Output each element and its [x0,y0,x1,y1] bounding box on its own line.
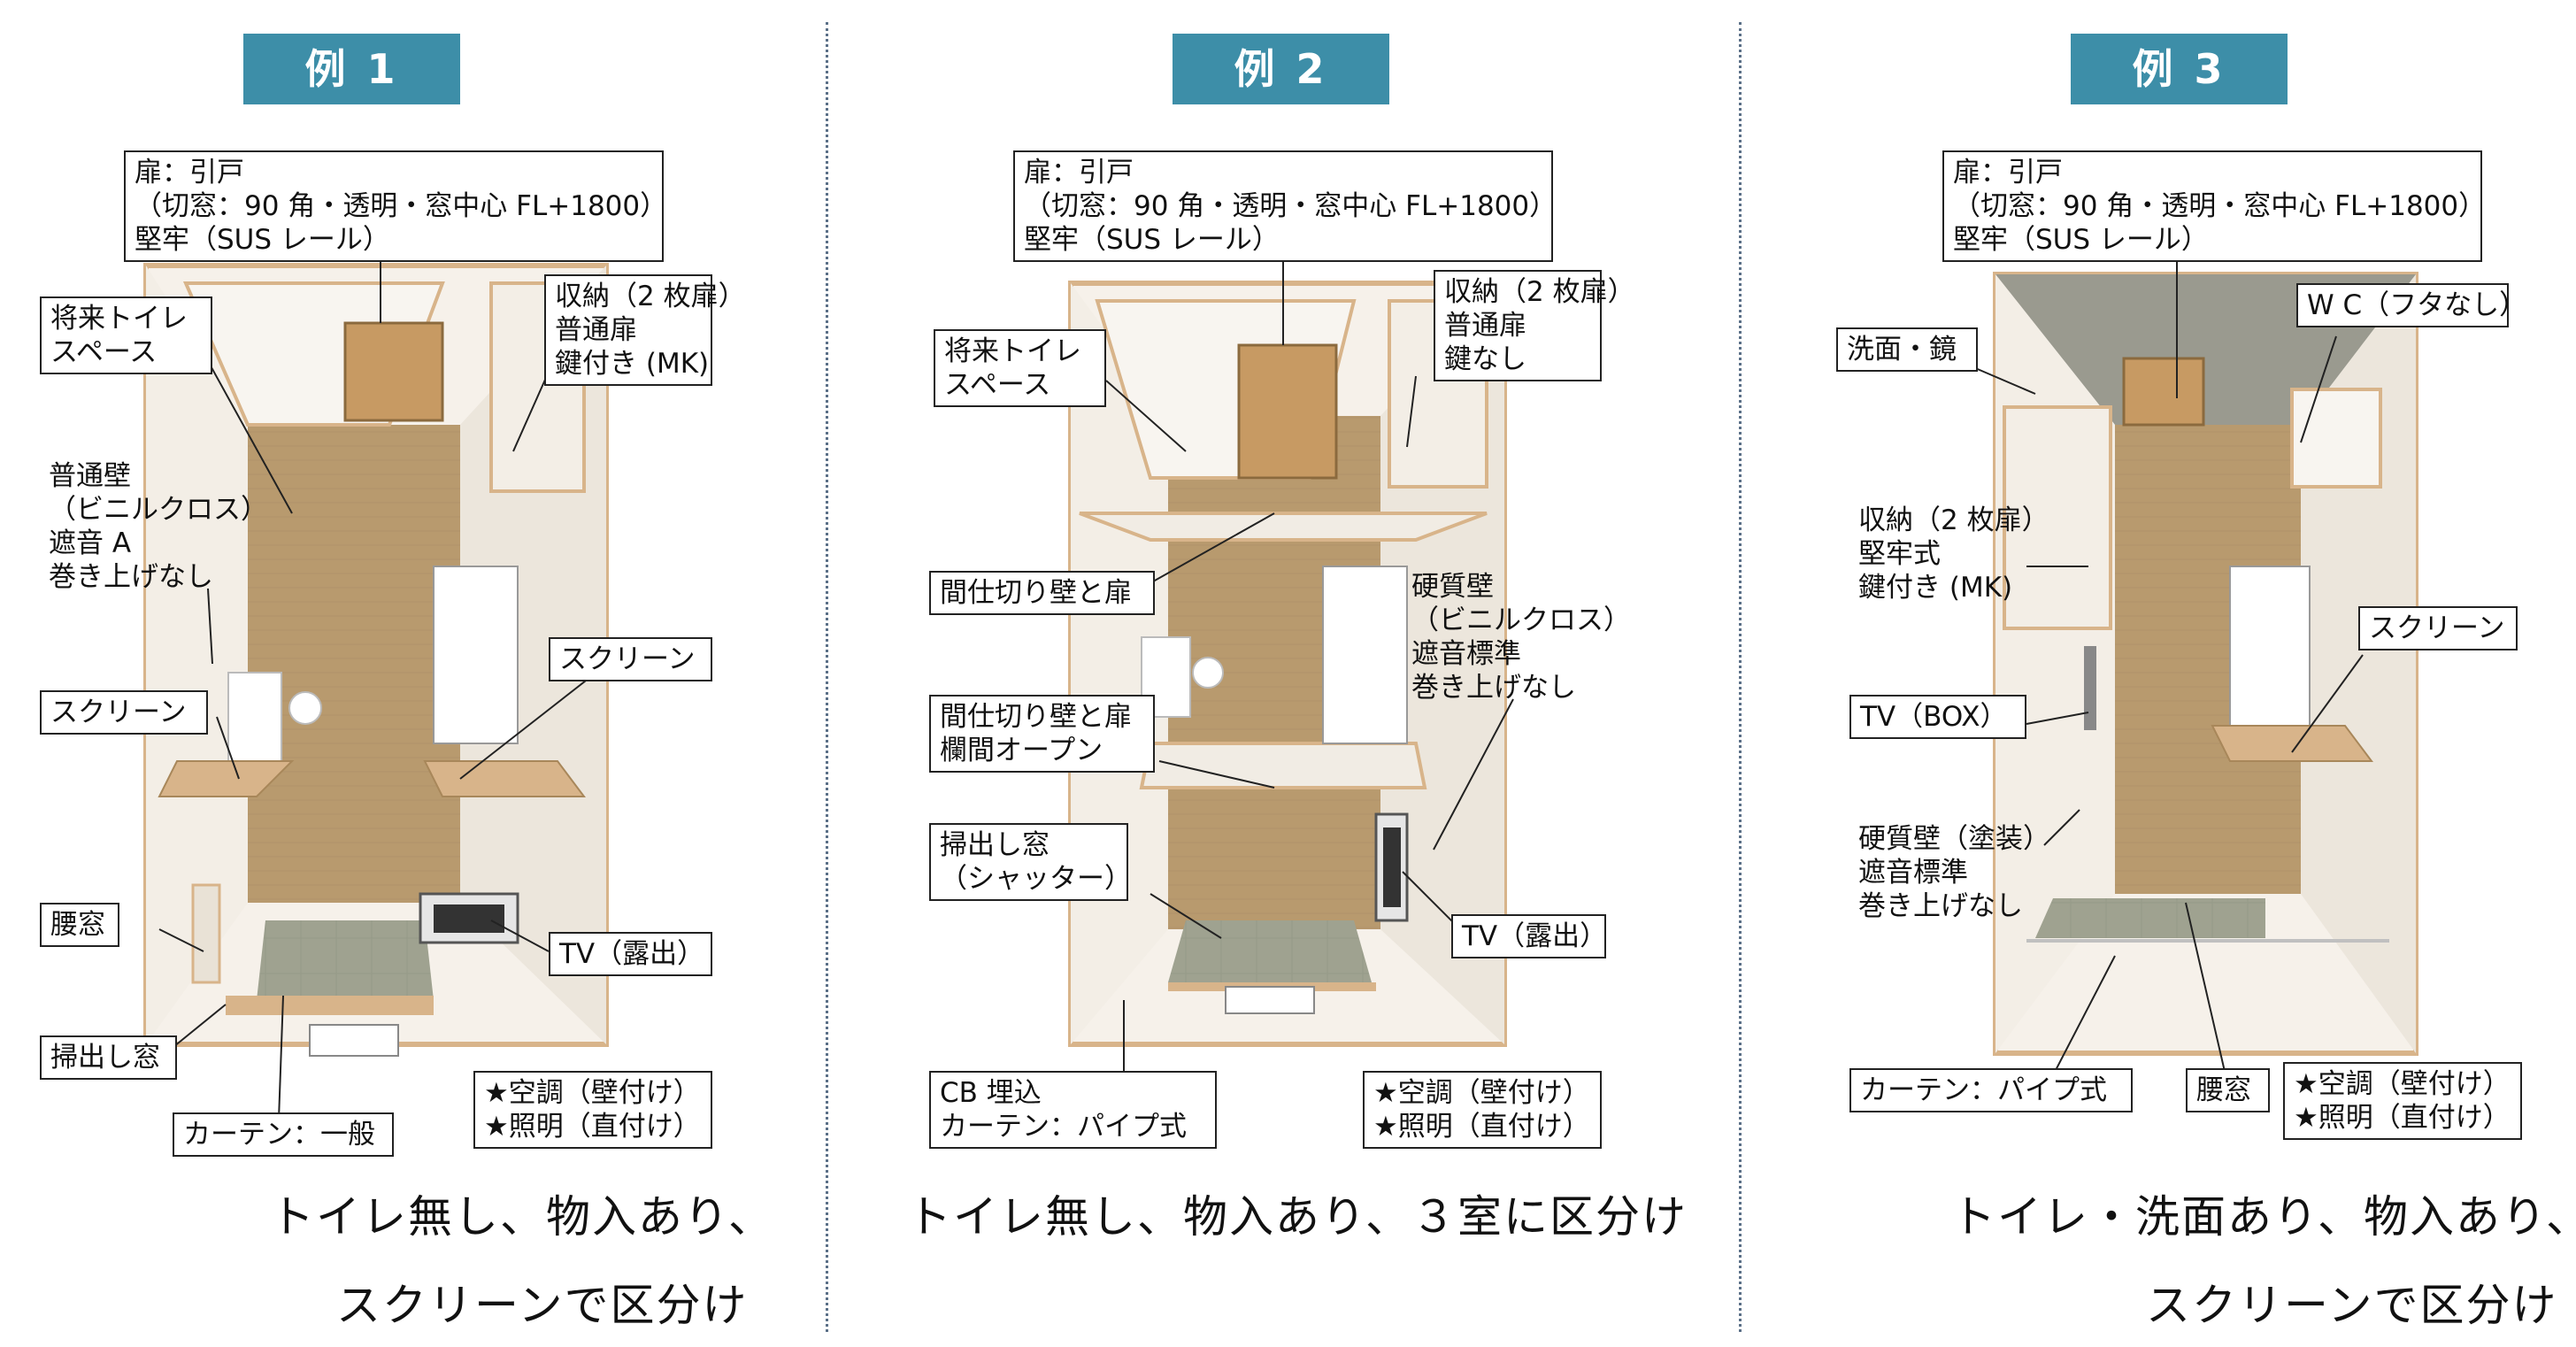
storage-label: 収納（2 枚扉） 普通扉 鍵なし [1434,270,1635,381]
wc-icon [2290,388,2382,489]
example-3-tag: 例 3 [2071,34,2288,104]
bed-icon [433,566,519,744]
door-icon [1237,343,1338,480]
storage-label: 収納（2 枚扉） 堅牢式 鍵付き (MK) [1858,504,2049,604]
example-2-tag: 例 2 [1173,34,1389,104]
curtain-label: カーテン：パイプ式 [1849,1068,2133,1112]
future-toilet-label: 将来トイレ スペース [40,296,212,374]
tv-screen-icon [434,904,504,933]
screen-right-icon [423,760,586,797]
plan-example-1 [143,263,609,1057]
waist-window-label: 腰窓 [2186,1068,2270,1112]
waist-window-label: 腰窓 [40,903,119,947]
window-mat [1168,920,1372,982]
chair-icon [288,691,322,725]
sweep-window-label: 掃出し窓 （シャッター） [929,823,1132,901]
tv-label: TV（露出） [549,932,712,976]
screen-left-icon [158,760,295,797]
bed-icon [2229,566,2311,727]
ac-unit-icon [1225,986,1315,1014]
future-toilet-label: 将来トイレ スペース [934,329,1106,407]
floor [2115,425,2301,894]
caption-3-line-2: スクリーンで区分け [2146,1280,2558,1331]
partition-2-label: 間仕切り壁と扉 欄間オープン [929,695,1155,773]
tv-screen-icon [1383,827,1401,907]
curtain-label: カーテン：一般 [173,1112,394,1157]
cb-curtain-label: CB 埋込 カーテン：パイプ式 [929,1071,1217,1149]
divider-2 [1739,22,1742,1332]
window-mat [2035,898,2265,938]
tv-box-icon [2084,646,2096,730]
example-1-tag: 例 1 [243,34,460,104]
ac-light-label: ★空調（壁付け） ★照明（直付け） [473,1071,712,1149]
divider-1 [826,22,828,1332]
hard-wall-label: 硬質壁 （ビニルクロス） 遮音標準 巻き上げなし [1411,571,1631,704]
waist-window-icon [191,883,221,984]
caption-2-line-1: トイレ無し、物入あり、３室に区分け [907,1191,1688,1243]
screen-icon [2211,725,2373,762]
floor [1168,416,1380,929]
caption-1-line-2: スクリーンで区分け [336,1280,749,1331]
partition-1 [1079,512,1488,542]
desk-icon [227,672,282,762]
partition-2 [1139,742,1427,789]
caption-1-line-1: トイレ無し、物入あり、 [270,1191,774,1243]
wall-label: 普通壁 （ビニルクロス） 遮音 A 巻き上げなし [49,460,268,593]
partition-1-label: 間仕切り壁と扉 [929,571,1155,615]
door-icon [343,321,444,422]
door-label: 扉：引戸 （切窓：90 角・透明・窓中心 FL+1800） 堅牢（SUS レール… [124,150,667,262]
wc-label: W C（フタなし） [2296,283,2526,327]
sweep-window-icon [226,996,434,1015]
ac-light-label: ★空調（壁付け） ★照明（直付け） [1363,1071,1602,1149]
sweep-window-label: 掃出し窓 [40,1035,177,1080]
door-icon [2122,357,2205,427]
leader-lines [154,262,2364,1120]
screen-right-label: スクリーン [549,637,712,681]
storage-icon [2003,405,2112,630]
window-mat [257,920,434,1000]
door-label: 扉：引戸 （切窓：90 角・透明・窓中心 FL+1800） 堅牢（SUS レール… [1013,150,1557,262]
tv-box-label: TV（BOX） [1849,695,2026,739]
ac-light-label: ★空調（壁付け） ★照明（直付け） [2283,1062,2522,1140]
chair-icon [1192,657,1224,689]
screen-label: スクリーン [2358,606,2518,650]
bed-icon [1322,566,1408,744]
wash-label: 洗面・鏡 [1836,327,1978,372]
tv-label: TV（露出） [1451,914,1607,958]
caption-3-line-1: トイレ・洗面あり、物入あり、 [1951,1191,2576,1243]
hard-wall-label: 硬質壁（塗装） 遮音標準 巻き上げなし [1858,823,2050,922]
storage-label: 収納（2 枚扉） 普通扉 鍵付き (MK) [544,274,746,386]
floor [248,425,460,903]
door-label: 扉：引戸 （切窓：90 角・透明・窓中心 FL+1800） 堅牢（SUS レール… [1942,150,2486,262]
ac-unit-icon [309,1024,399,1057]
left-wall [146,266,248,1044]
screen-left-label: スクリーン [40,690,208,735]
plan-example-3 [1993,272,2418,1056]
